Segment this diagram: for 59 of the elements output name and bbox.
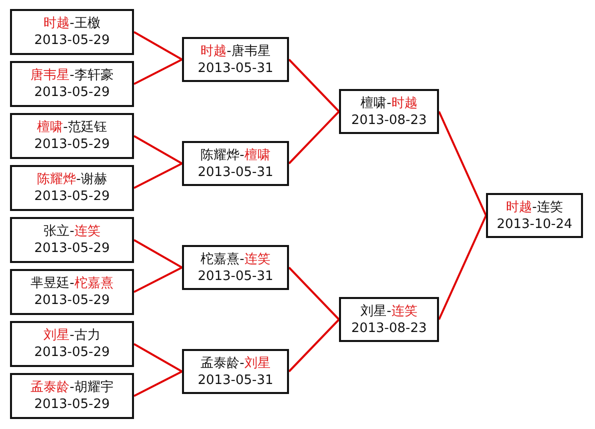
bracket-line [288,266,340,320]
bracket-line [134,239,182,268]
bracket-line [134,135,182,164]
player-names: 陈耀烨-檀啸 [200,146,270,164]
match-box [182,141,289,186]
match-box [182,245,289,290]
match-box [182,37,289,82]
match-date: 2013-05-29 [34,84,110,101]
bracket-line [134,266,182,293]
match-box [339,297,439,342]
match-date: 2013-05-29 [34,188,110,205]
player-names: 檀啸-时越 [360,94,418,112]
match-date: 2013-10-24 [496,216,572,232]
match-box [10,165,134,211]
player-names: 陈耀烨-谢赫 [37,171,107,188]
player-names: 时越-王檄 [44,15,100,32]
match-box [10,321,134,367]
match-box [10,269,134,315]
player-names: 刘星-古力 [44,327,100,344]
match-date: 2013-05-31 [198,268,274,284]
bracket-line [288,318,340,372]
match-date: 2013-08-23 [351,112,427,128]
player-names: 时越-唐韦星 [200,42,270,60]
match-date: 2013-05-29 [34,396,110,413]
player-names: 刘星-连笑 [360,302,418,320]
match-date: 2013-05-29 [34,240,110,257]
player-names: 唐韦星-李轩豪 [30,67,114,84]
player-names: 檀啸-范廷钰 [37,119,107,136]
match-date: 2013-05-31 [198,164,274,180]
match-date: 2013-05-31 [198,60,274,76]
player-names: 孟泰龄-刘星 [200,354,270,372]
bracket-line [438,215,487,320]
bracket-line [288,110,340,164]
match-date: 2013-05-29 [34,344,110,361]
player-names: 孟泰龄-胡耀宇 [30,379,114,396]
bracket-line [134,58,182,85]
bracket-line [288,58,340,112]
player-names: 张立-连笑 [44,223,100,240]
bracket-line [134,343,182,372]
player-names: 芈昱廷-柁嘉熹 [30,275,114,292]
bracket-line [134,370,182,397]
match-box [10,61,134,107]
bracket-line [134,162,182,189]
match-box [10,9,134,55]
match-box [182,349,289,394]
bracket-line [438,111,487,216]
match-date: 2013-05-29 [34,292,110,309]
match-date: 2013-05-29 [34,32,110,49]
player-names: 时越-连笑 [506,198,563,216]
player-names: 柁嘉熹-连笑 [200,250,270,268]
match-box [486,193,583,238]
match-box [10,217,134,263]
match-date: 2013-05-29 [34,136,110,153]
match-box [10,113,134,159]
match-box [10,373,134,419]
match-date: 2013-08-23 [351,320,427,336]
match-box [339,89,439,134]
bracket-line [134,31,182,60]
match-date: 2013-05-31 [198,372,274,388]
